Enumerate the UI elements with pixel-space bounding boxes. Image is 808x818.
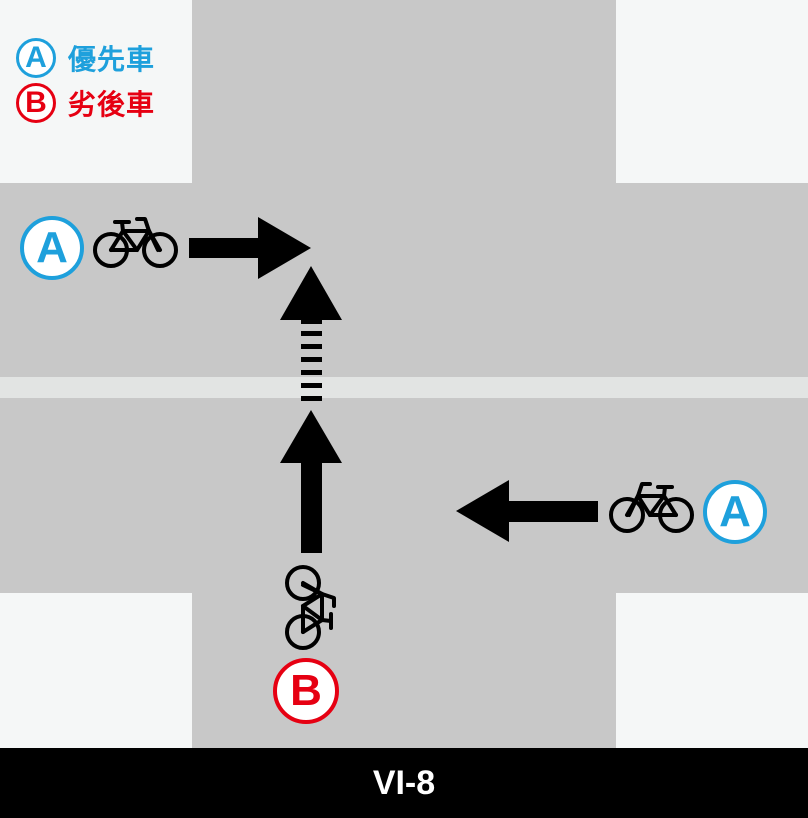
- badge-letter: A: [36, 223, 68, 272]
- block-bottom-right: [616, 593, 808, 748]
- legend-label-subordinate: 劣後車: [68, 87, 156, 121]
- vehicle-badge-a-west: A: [20, 216, 84, 280]
- vehicle-badge-b-south: B: [273, 658, 339, 724]
- block-bottom-left: [0, 593, 192, 748]
- legend-label-priority: 優先車: [68, 42, 156, 76]
- badge-letter: B: [290, 666, 322, 715]
- legend: A 優先車 B 劣後車: [16, 35, 155, 125]
- center-line: [0, 377, 808, 398]
- footer-bar: VI-8: [0, 748, 808, 818]
- diagram-id-label: VI-8: [372, 763, 436, 802]
- arrow-right-icon: [189, 217, 311, 279]
- legend-item-priority: A 優先車: [16, 35, 155, 80]
- bicycle-icon: [285, 565, 336, 650]
- legend-letter: A: [25, 40, 47, 74]
- arrow-left-icon: [456, 480, 598, 542]
- arrow-up-icon: [280, 410, 342, 553]
- legend-badge-b: B: [16, 82, 56, 123]
- vehicle-badge-a-east: A: [703, 480, 767, 544]
- legend-badge-a: A: [16, 37, 56, 78]
- legend-item-subordinate: B 劣後車: [16, 80, 155, 125]
- block-top-right: [616, 0, 808, 183]
- badge-letter: A: [719, 487, 751, 536]
- bicycle-icon: [609, 482, 694, 533]
- bicycle-icon: [93, 217, 178, 268]
- arrow-up-dashed-icon: [280, 266, 342, 401]
- legend-letter: B: [25, 85, 47, 119]
